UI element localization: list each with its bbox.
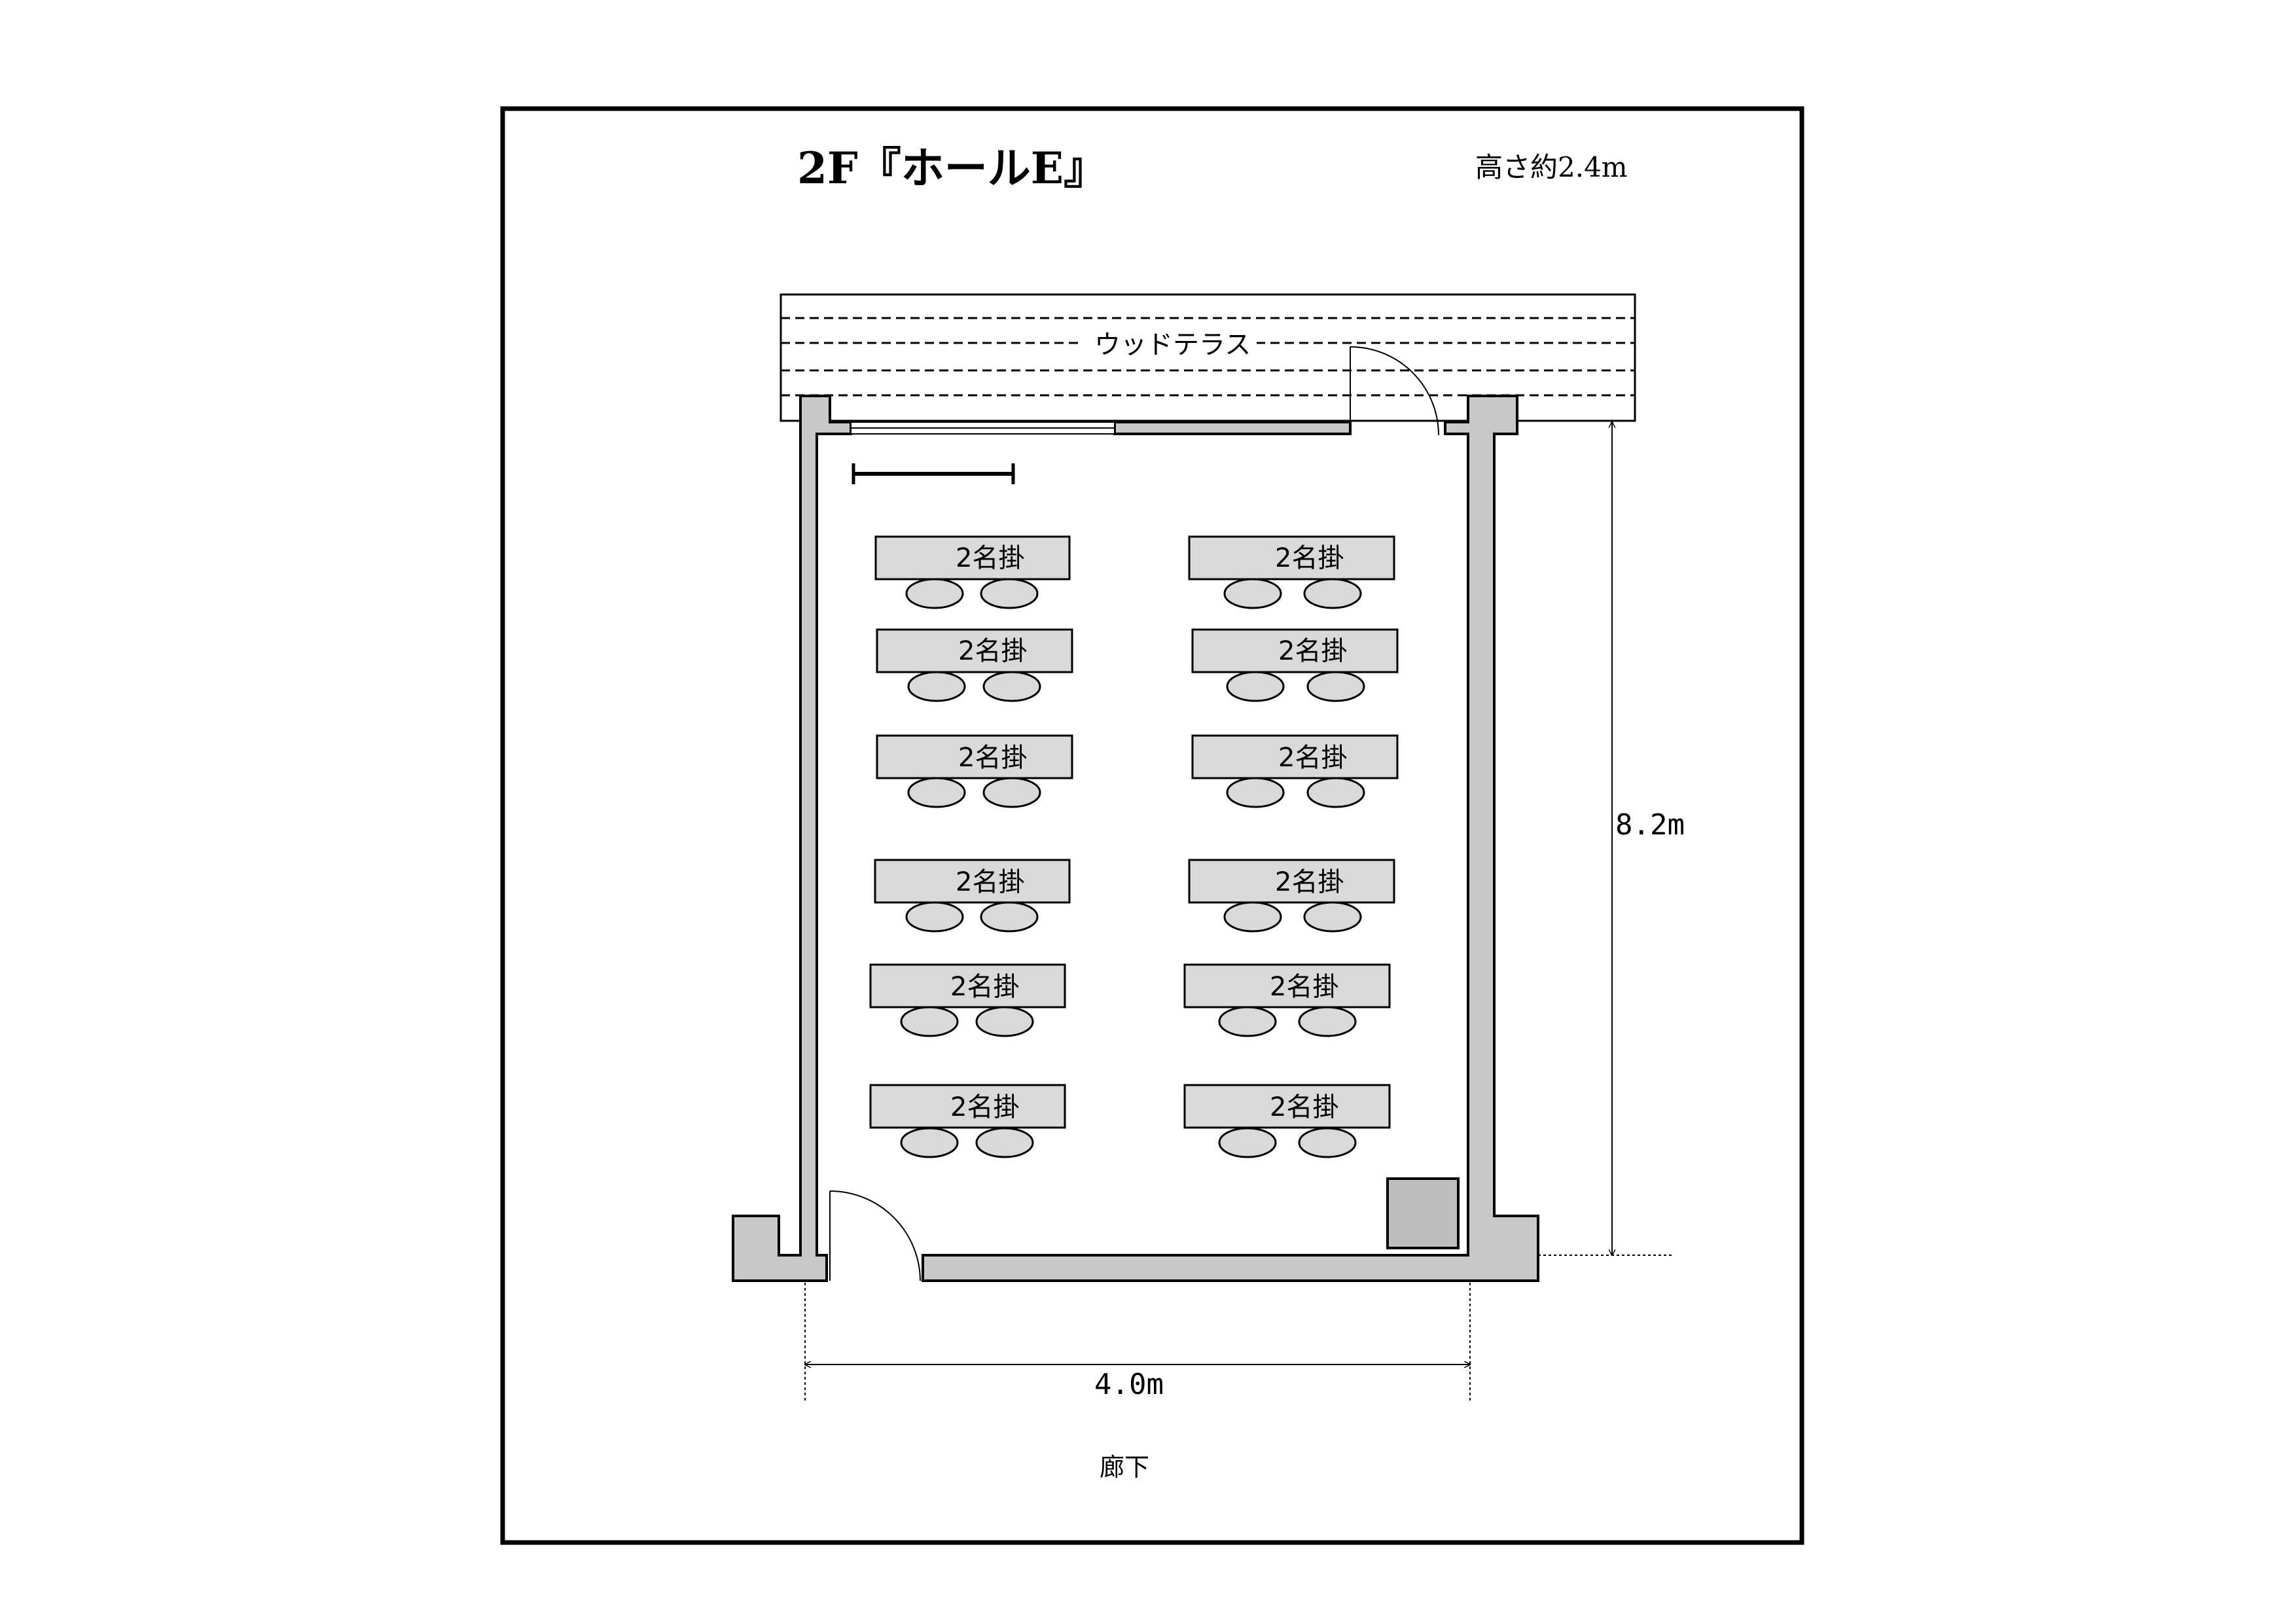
desk-label: 2名掛	[956, 543, 1024, 573]
depth-dimension: 8.2m	[1538, 422, 1685, 1256]
desk: 2名掛	[876, 734, 1073, 808]
corridor-label: 廊下	[1100, 1453, 1149, 1482]
pillar-box	[1386, 1177, 1460, 1249]
desk: 2名掛	[1191, 734, 1399, 808]
ceiling-height-note: 高さ約2.4m	[1475, 151, 1628, 183]
desk: 2名掛	[1188, 859, 1395, 933]
desk: 2名掛	[1183, 963, 1391, 1037]
desk: 2名掛	[874, 535, 1071, 609]
depth-label: 8.2m	[1615, 808, 1685, 842]
terrace-label: ウッドテラス	[1094, 330, 1251, 360]
width-dimension: 4.0m	[804, 1283, 1471, 1401]
desk-label: 2名掛	[1278, 636, 1347, 666]
desk-label: 2名掛	[1270, 972, 1338, 1002]
desk: 2名掛	[869, 963, 1066, 1037]
desk-label: 2名掛	[958, 743, 1027, 773]
desk: 2名掛	[874, 859, 1071, 933]
desk-label: 2名掛	[1270, 1092, 1338, 1122]
desk: 2名掛	[1183, 1084, 1391, 1158]
desk: 2名掛	[869, 1084, 1066, 1158]
desk-label: 2名掛	[1278, 743, 1347, 773]
desk-label: 2名掛	[958, 636, 1027, 666]
page-frame	[500, 106, 1804, 1545]
room-walls	[732, 395, 1539, 1282]
desk: 2名掛	[1191, 628, 1399, 702]
terrace-door	[1350, 346, 1439, 436]
desk: 2名掛	[1188, 535, 1395, 609]
desk-label: 2名掛	[1275, 543, 1344, 573]
entrance-door	[829, 1190, 921, 1281]
whiteboard	[852, 463, 1015, 484]
desk-label: 2名掛	[950, 972, 1019, 1002]
desk-label: 2名掛	[950, 1092, 1019, 1122]
desk-label: 2名掛	[956, 867, 1024, 897]
desk-label: 2名掛	[1275, 867, 1344, 897]
page-title: 2F『ホールE』	[797, 143, 1107, 194]
width-label: 4.0m	[1094, 1368, 1164, 1401]
desk: 2名掛	[876, 628, 1073, 702]
desk-area: 2名掛 2名掛 2名掛 2名掛 2名掛	[869, 535, 1399, 1158]
